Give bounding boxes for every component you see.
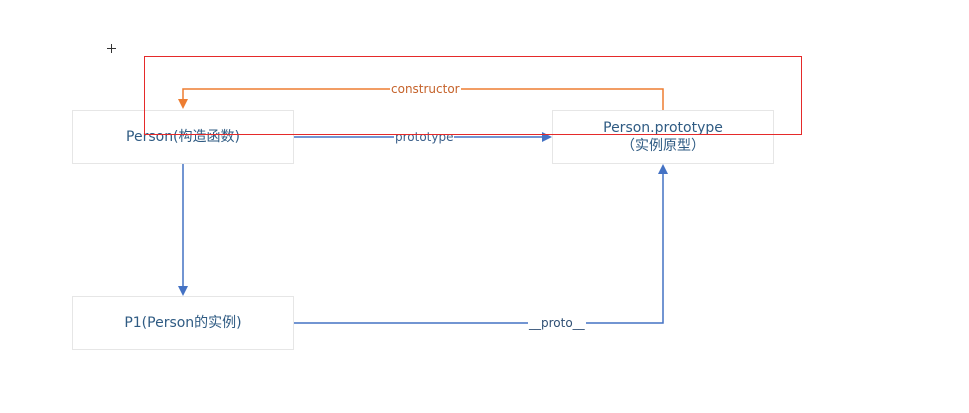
person-prototype-node[interactable]: Person.prototype （实例原型）: [552, 110, 774, 164]
p1-instance-label: P1(Person的实例): [124, 315, 242, 331]
person-prototype-sublabel: （实例原型）: [621, 138, 705, 154]
proto-edge-label: __proto__: [528, 316, 586, 330]
prototype-edge-label: prototype: [394, 130, 455, 144]
proto-edge: [294, 164, 668, 324]
constructor-edge-label: constructor: [390, 82, 461, 96]
p1-instance-node[interactable]: P1(Person的实例): [72, 296, 294, 350]
crosshair-icon: [107, 44, 116, 53]
person-constructor-label: Person(构造函数): [126, 129, 240, 145]
person-constructor-node[interactable]: Person(构造函数): [72, 110, 294, 164]
person-prototype-label: Person.prototype: [603, 120, 723, 136]
